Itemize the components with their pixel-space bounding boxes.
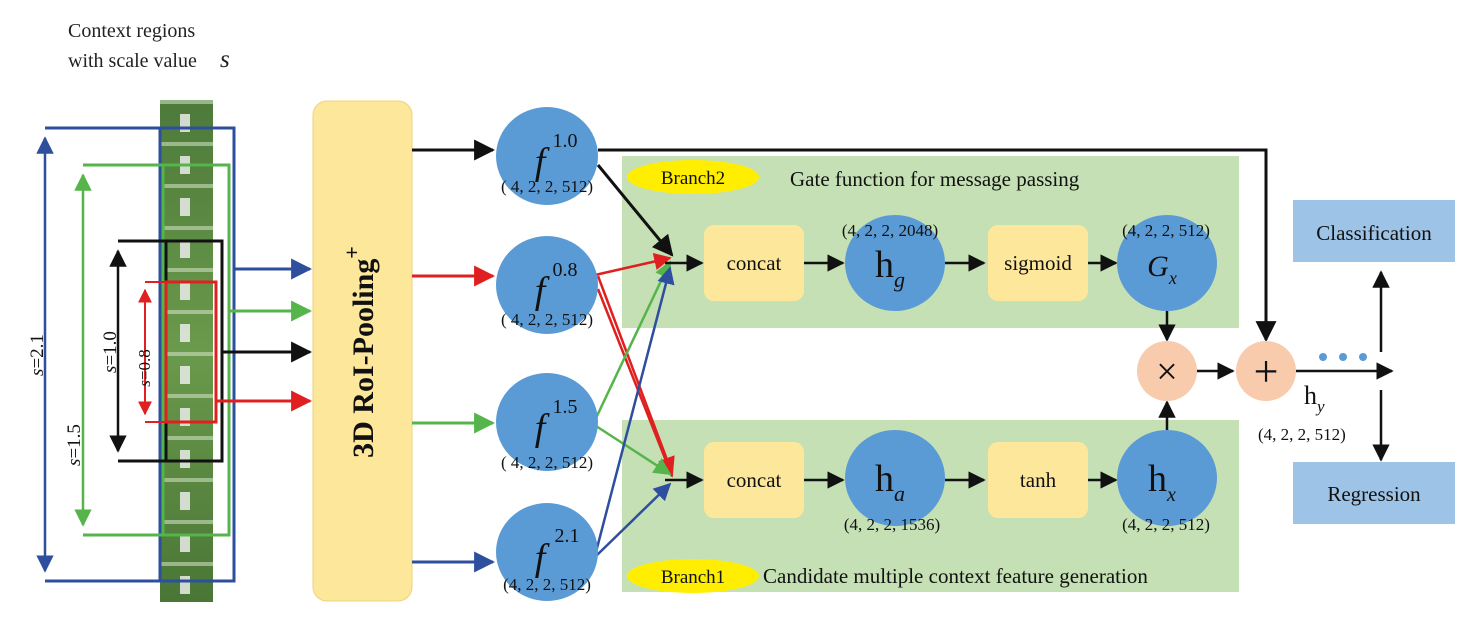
feature-f15: f 1.5 ( 4, 2, 2, 512) <box>496 373 598 472</box>
hg-dims: (4, 2, 2, 2048) <box>842 221 938 240</box>
feature-f08: f 0.8 ( 4, 2, 2, 512) <box>496 236 598 334</box>
sigmoid-label: sigmoid <box>1004 251 1072 275</box>
branch1-title: Candidate multiple context feature gener… <box>763 564 1148 588</box>
tanh-label: tanh <box>1020 468 1057 492</box>
gx-label: Gx <box>1147 250 1177 288</box>
hy-dims: (4, 2, 2, 512) <box>1258 425 1346 444</box>
classification-label: Classification <box>1316 221 1432 245</box>
ha-circle <box>845 430 945 526</box>
feature-f10: f 1.0 ( 4, 2, 2, 512) <box>496 107 598 205</box>
arrow-f10-to-concat2 <box>596 164 674 257</box>
ellipsis-dots <box>1319 353 1367 361</box>
svg-text:1.5: 1.5 <box>553 396 578 418</box>
gx-circle <box>1117 215 1217 311</box>
scale-box-2-1 <box>158 126 236 583</box>
scale-box-1-5 <box>161 163 231 537</box>
caption-line-2: with scale value <box>68 50 197 72</box>
ha-dims: (4, 2, 2, 1536) <box>844 515 940 534</box>
branch2-concat-label: concat <box>727 251 782 275</box>
arrow-f21-to-concat2 <box>594 266 675 553</box>
svg-text:( 4, 2, 2, 512): ( 4, 2, 2, 512) <box>501 453 593 472</box>
scale-bracket-1-5 <box>74 163 163 537</box>
svg-text:( 4, 2, 2, 512): ( 4, 2, 2, 512) <box>501 177 593 196</box>
hg-circle <box>845 215 945 311</box>
svg-text:(4, 2, 2, 512): (4, 2, 2, 512) <box>503 575 591 594</box>
add-op <box>1236 341 1296 401</box>
branch1-badge-label: Branch1 <box>661 567 725 588</box>
scale-box-0-8 <box>164 280 218 424</box>
branch1-concat-box <box>704 442 804 518</box>
branch2-title: Gate function for message passing <box>790 167 1080 191</box>
hx-dims: (4, 2, 2, 512) <box>1122 515 1210 534</box>
regression-label: Regression <box>1327 482 1421 506</box>
arrow-f10-to-adder <box>598 148 1277 343</box>
scale-label-0-8: s=0.8 <box>135 349 154 386</box>
video-frame-strip <box>160 100 213 602</box>
hg-label: hg <box>875 244 905 292</box>
branch1-concat-label: concat <box>727 468 782 492</box>
branch2-badge-label: Branch2 <box>661 168 725 189</box>
roi-pooling-label: 3D RoI-Pooling+ <box>339 246 380 458</box>
scale-bracket-2-1 <box>36 126 160 583</box>
scale-bracket-0-8 <box>138 281 166 423</box>
regression-box <box>1293 462 1455 524</box>
sigmoid-box <box>988 225 1088 301</box>
arrow-f21-to-concat1 <box>595 482 672 557</box>
arrow-f08-to-concat1 <box>596 275 675 475</box>
caption-symbol: s <box>220 46 230 73</box>
hy-label: hy <box>1304 381 1325 416</box>
scale-label-1-5: s=1.5 <box>64 424 85 466</box>
feature-f21: f 2.1 (4, 2, 2, 512) <box>496 503 598 601</box>
svg-text:0.8: 0.8 <box>553 259 578 281</box>
multiply-symbol: × <box>1156 351 1177 393</box>
gx-dims: (4, 2, 2, 512) <box>1122 221 1210 240</box>
add-symbol: + <box>1254 347 1279 396</box>
branch1-badge <box>627 559 759 593</box>
svg-text:2.1: 2.1 <box>555 525 580 547</box>
tanh-box <box>988 442 1088 518</box>
scale-label-2-1: s=2.1 <box>27 334 48 376</box>
branch2-badge <box>627 160 759 194</box>
branch2-concat-box <box>704 225 804 301</box>
hx-label: hx <box>1148 458 1176 506</box>
arrow-f15-to-concat1 <box>595 424 672 476</box>
ha-label: ha <box>875 458 905 506</box>
multiply-op <box>1137 341 1197 401</box>
roi-pooling-block <box>312 100 413 602</box>
classification-box <box>1293 200 1455 262</box>
scale-bracket-1-0 <box>109 239 166 463</box>
arrow-f08-to-concat1-b <box>596 288 675 478</box>
svg-text:( 4, 2, 2, 512): ( 4, 2, 2, 512) <box>501 310 593 329</box>
scale-label-1-0: s=1.0 <box>100 331 121 373</box>
svg-text:1.0: 1.0 <box>553 130 578 152</box>
hx-circle <box>1117 430 1217 526</box>
caption-line-1: Context regions <box>68 20 195 42</box>
arrow-f15-to-concat2 <box>594 260 672 419</box>
